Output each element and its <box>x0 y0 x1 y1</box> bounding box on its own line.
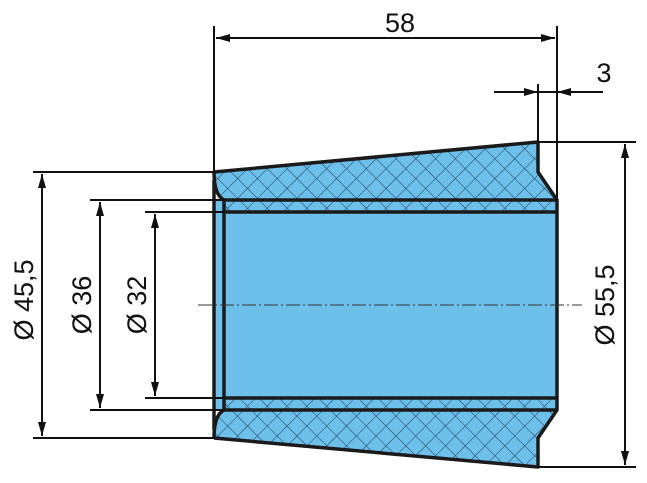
outer-large-dia-label: Ø 55,5 <box>590 264 620 345</box>
inner-dia-label: Ø 36 <box>67 276 97 335</box>
length-label: 58 <box>385 8 415 38</box>
upper-wall-section <box>214 142 557 212</box>
extension-lines <box>33 26 636 468</box>
bore-dia-label: Ø 32 <box>122 276 152 335</box>
outer-small-dia-label: Ø 45,5 <box>9 259 39 340</box>
bushing-body <box>212 140 559 469</box>
chamfer-label: 3 <box>596 58 611 88</box>
lower-wall-section <box>214 398 557 467</box>
dimension-lines <box>38 34 629 465</box>
